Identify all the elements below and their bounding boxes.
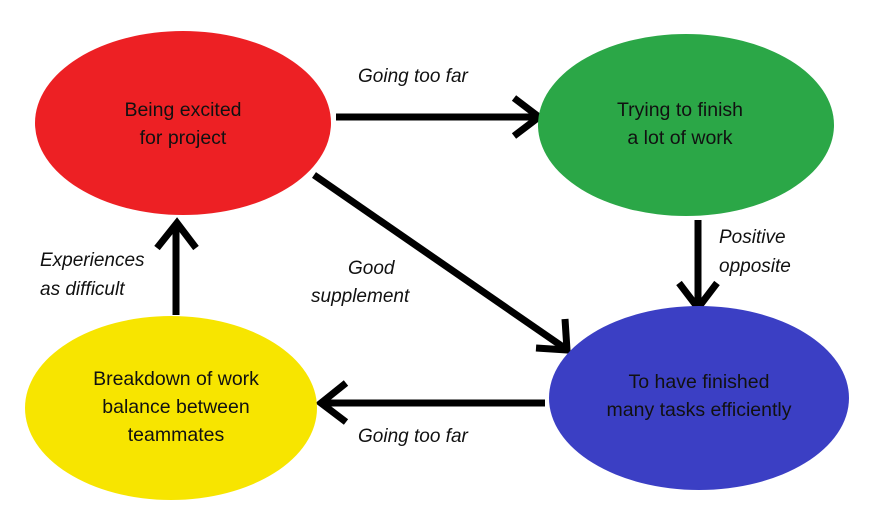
node-breakdown-of-work-label-line-2: balance between [102, 396, 249, 418]
node-to-have-finished-label-line-1: To have finished [629, 371, 770, 393]
node-to-have-finished[interactable]: To have finished many tasks efficiently [549, 306, 849, 490]
edge-label-good-supplement-line-1: Good [348, 258, 396, 279]
node-to-have-finished-ellipse [549, 306, 849, 490]
edge-label-good-supplement-line-2: supplement [311, 286, 410, 307]
node-trying-to-finish[interactable]: Trying to finish a lot of work [538, 34, 834, 216]
edge-finished-to-breakdown-arrowhead [315, 380, 349, 425]
node-trying-to-finish-ellipse [538, 34, 834, 216]
edge-label-going-too-far-bottom: Going too far [358, 426, 469, 447]
edge-breakdown-to-excited-arrowhead [154, 217, 199, 251]
edge-label-going-too-far-top: Going too far [358, 66, 469, 87]
node-breakdown-of-work-label-line-3: teammates [128, 424, 225, 446]
node-to-have-finished-label-line-2: many tasks efficiently [607, 399, 792, 421]
edge-finished-to-breakdown[interactable] [315, 380, 545, 425]
node-trying-to-finish-label-line-1: Trying to finish [617, 99, 743, 121]
node-trying-to-finish-label-line-2: a lot of work [627, 127, 732, 149]
node-breakdown-of-work[interactable]: Breakdown of work balance between teamma… [25, 316, 317, 500]
node-being-excited-label-line-2: for project [140, 127, 227, 149]
node-being-excited-label-line-1: Being excited [124, 99, 241, 121]
edge-label-positive-opposite-line-2: opposite [719, 256, 791, 277]
node-breakdown-of-work-label-line-1: Breakdown of work [93, 368, 259, 390]
node-breakdown-of-work-ellipse [25, 316, 317, 500]
edge-excited-to-finished[interactable] [312, 172, 571, 354]
edge-excited-to-trying[interactable] [336, 95, 545, 139]
edge-excited-to-finished-line [312, 172, 568, 352]
node-being-excited-ellipse [35, 31, 331, 215]
edge-breakdown-to-excited[interactable] [154, 217, 199, 315]
edge-label-experiences-as-difficult-line-2: as difficult [40, 279, 125, 300]
edge-label-experiences-as-difficult-line-1: Experiences [40, 250, 145, 271]
edge-trying-to-finished[interactable] [676, 220, 720, 314]
node-being-excited-for-project[interactable]: Being excited for project [35, 31, 331, 215]
edge-excited-to-finished-arrowhead [535, 318, 571, 354]
edge-label-positive-opposite-line-1: Positive [719, 227, 786, 248]
